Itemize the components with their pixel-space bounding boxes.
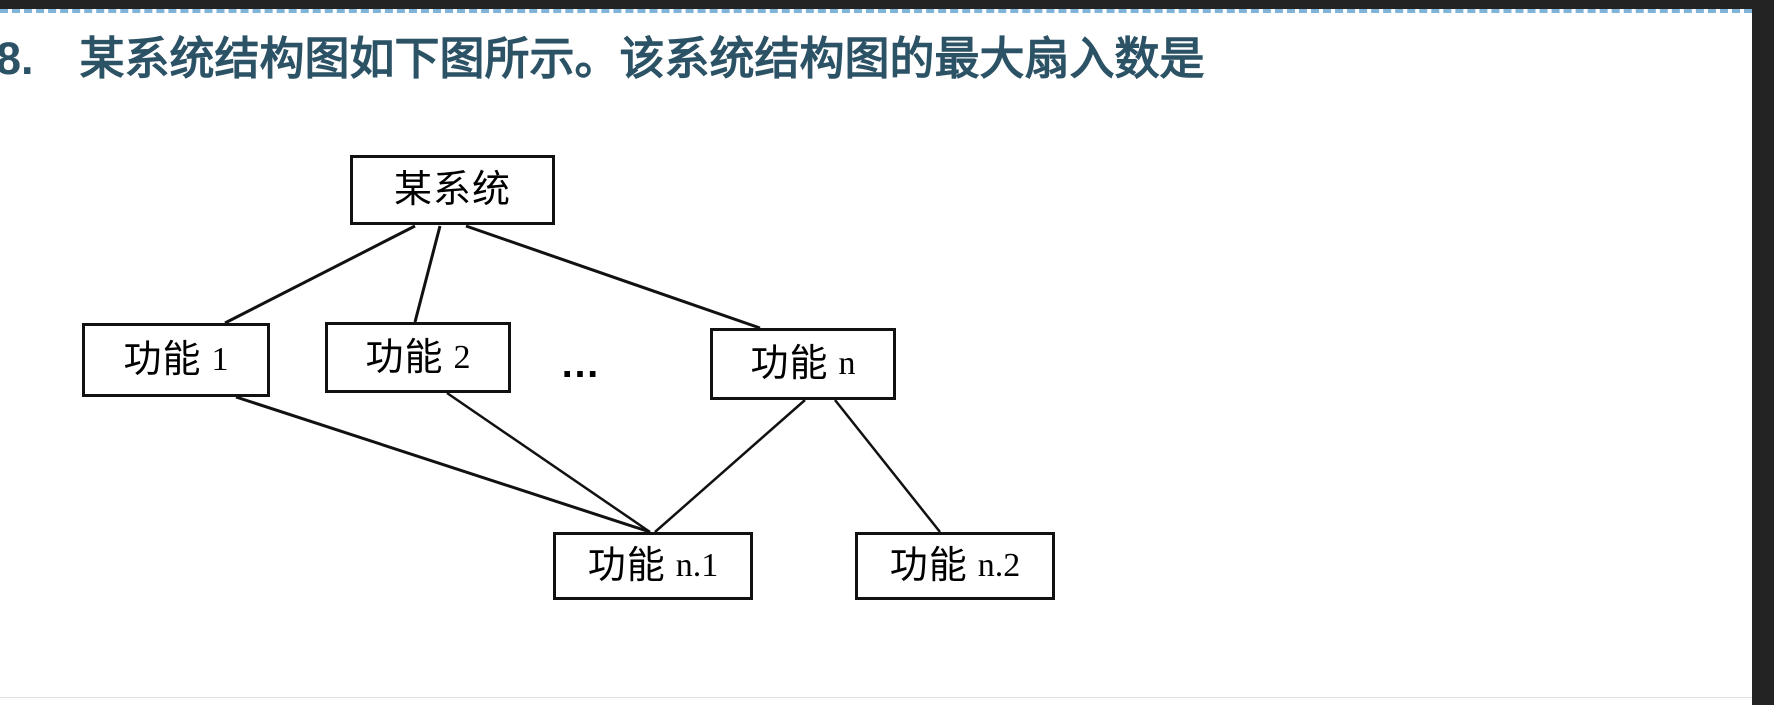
question-number: 8.: [0, 33, 34, 84]
edge-f1-to-fn1: [235, 395, 651, 534]
node-function-n-1-label: 功能: [587, 545, 666, 587]
node-function-n-2-label: 功能: [889, 545, 968, 587]
question-text: 某系统结构图如下图所示。该系统结构图的最大扇入数是: [79, 33, 1205, 84]
edge-layer: [224, 224, 941, 534]
edge-f2-to-fn1: [446, 391, 651, 534]
question-heading: 8. 某系统结构图如下图所示。该系统结构图的最大扇入数是: [0, 30, 1700, 88]
edge-root-to-f1: [224, 224, 416, 325]
node-root-label: 某系统: [393, 169, 511, 211]
node-function-n-label: 功能: [750, 343, 829, 385]
node-function-n-1-suffix: n.1: [675, 547, 719, 584]
window-chrome-top: [0, 0, 1774, 9]
dashed-separator-rule: [0, 9, 1752, 13]
edge-fn-to-fn1: [654, 399, 806, 533]
edge-root-to-f2: [413, 225, 442, 323]
ellipsis-indicator: …: [560, 342, 604, 386]
bottom-separator-rule: [0, 697, 1752, 698]
node-function-1-suffix: 1: [211, 341, 229, 378]
edge-root-to-fn: [465, 224, 761, 330]
node-function-2-suffix: 2: [453, 338, 471, 376]
node-function-n-suffix: n: [838, 345, 856, 382]
node-function-2-label: 功能: [365, 336, 444, 379]
node-function-n-2-suffix: n.2: [977, 547, 1021, 584]
window-chrome-right: [1752, 0, 1774, 705]
node-function-1-label: 功能: [123, 339, 202, 381]
node-root-system[interactable]: 某系统: [350, 155, 555, 225]
edge-fn-to-fn2: [834, 399, 941, 533]
